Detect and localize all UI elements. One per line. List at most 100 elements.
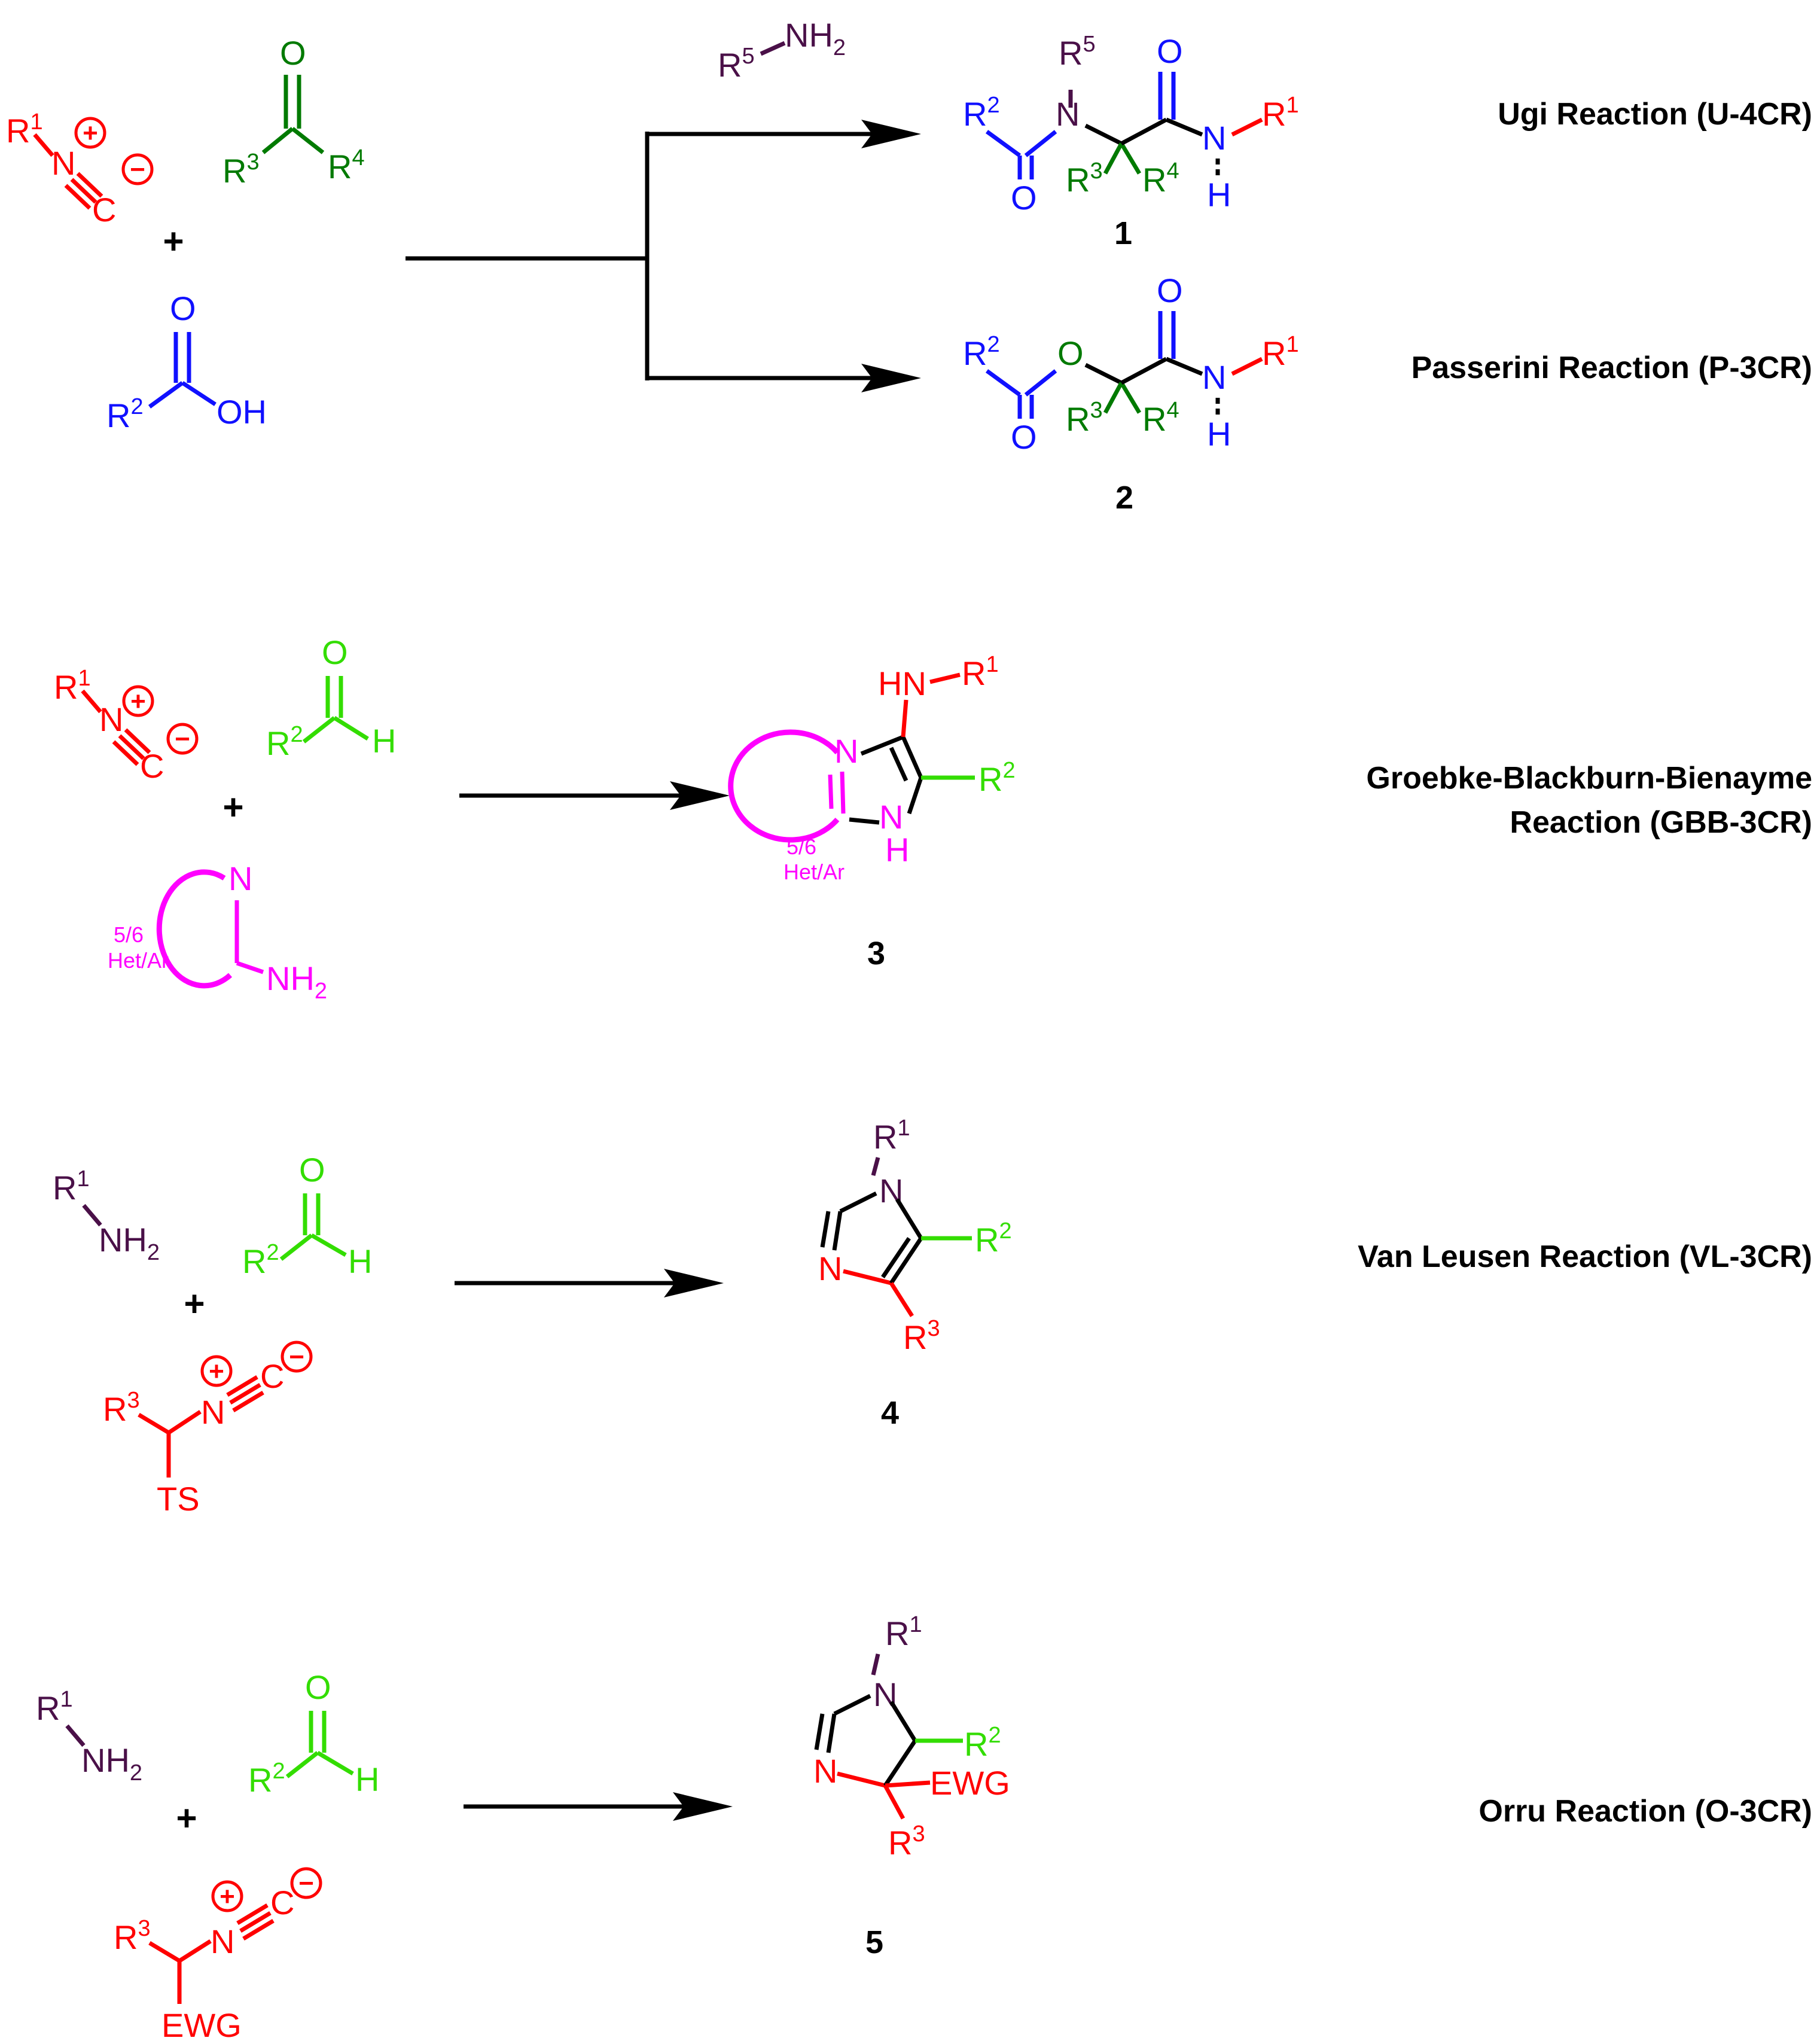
orru-arrow bbox=[464, 1792, 733, 1821]
svg-text:N: N bbox=[1056, 95, 1080, 133]
svg-text:N: N bbox=[1202, 358, 1226, 396]
svg-text:Het/Ar: Het/Ar bbox=[784, 860, 845, 884]
svg-text:R4: R4 bbox=[1142, 159, 1179, 199]
svg-text:NH2: NH2 bbox=[266, 959, 327, 1004]
gbb-reaction-name-line2: Reaction (GBB-3CR) bbox=[1510, 805, 1812, 840]
svg-text:TS: TS bbox=[157, 1480, 200, 1518]
orru-reactants: R1 NH2 O R2 H + R3 EWG N + C bbox=[36, 1668, 379, 2044]
svg-text:R1: R1 bbox=[885, 1612, 922, 1652]
svg-text:O: O bbox=[170, 290, 196, 327]
svg-text:R3: R3 bbox=[114, 1916, 151, 1956]
carbonyl-reactant: O R3 R4 bbox=[222, 34, 365, 190]
svg-text:R2: R2 bbox=[963, 93, 1000, 133]
svg-text:N: N bbox=[834, 732, 858, 770]
svg-text:O: O bbox=[1157, 32, 1183, 70]
svg-text:R2: R2 bbox=[248, 1759, 285, 1799]
orru-reaction-name: Orru Reaction (O-3CR) bbox=[1478, 1794, 1812, 1829]
svg-text:+: + bbox=[209, 1357, 224, 1386]
isocyanide-reactant: R1 N + C − bbox=[54, 666, 199, 785]
amine-reagent-r5: R5 NH2 bbox=[718, 16, 846, 84]
van-leusen-arrow bbox=[455, 1269, 724, 1297]
svg-text:R5: R5 bbox=[718, 44, 755, 84]
svg-text:R1: R1 bbox=[36, 1687, 73, 1727]
svg-text:R1: R1 bbox=[1262, 332, 1299, 372]
svg-text:5/6: 5/6 bbox=[114, 922, 144, 947]
svg-text:R3: R3 bbox=[222, 150, 260, 190]
svg-text:R1: R1 bbox=[53, 1166, 90, 1207]
svg-text:R5: R5 bbox=[1059, 32, 1096, 72]
svg-text:R1: R1 bbox=[962, 652, 999, 692]
compound-number-2: 2 bbox=[1115, 480, 1133, 516]
svg-text:R2: R2 bbox=[975, 1219, 1012, 1259]
compound-number-5: 5 bbox=[865, 1924, 883, 1960]
svg-text:5/6: 5/6 bbox=[786, 834, 816, 859]
svg-text:+: + bbox=[130, 687, 146, 716]
svg-text:−: − bbox=[130, 155, 145, 184]
svg-text:N: N bbox=[818, 1250, 842, 1287]
acid-reactant: O R2 OH bbox=[106, 290, 267, 434]
svg-text:R3: R3 bbox=[1066, 159, 1103, 199]
svg-text:R3: R3 bbox=[888, 1821, 925, 1862]
tosmic-reactant: R3 TS N + C − bbox=[103, 1341, 313, 1518]
svg-text:C: C bbox=[140, 747, 164, 785]
ugi-passerini-reactants: R1 N + C − O R3 R4 + O bbox=[6, 34, 365, 434]
orru-product: R1 N N R2 EWG R3 bbox=[813, 1612, 1010, 1862]
svg-text:O: O bbox=[299, 1151, 325, 1189]
svg-text:C: C bbox=[260, 1357, 284, 1395]
svg-text:C: C bbox=[92, 191, 116, 229]
svg-text:HN: HN bbox=[878, 665, 926, 702]
aldehyde-reactant: O R2 H bbox=[242, 1151, 372, 1280]
svg-text:R2: R2 bbox=[242, 1240, 279, 1280]
svg-text:H: H bbox=[355, 1760, 379, 1798]
svg-text:O: O bbox=[1157, 272, 1183, 309]
svg-text:H: H bbox=[1207, 176, 1231, 214]
svg-text:O: O bbox=[305, 1668, 331, 1706]
svg-text:R3: R3 bbox=[1066, 398, 1103, 438]
van-leusen-reaction-name: Van Leusen Reaction (VL-3CR) bbox=[1358, 1239, 1812, 1274]
plus-sign: + bbox=[163, 221, 184, 261]
gbb-product: N N H HN R1 R2 5/6 Het/Ar bbox=[728, 652, 1016, 884]
svg-text:N: N bbox=[99, 700, 123, 738]
plus-sign: + bbox=[184, 1284, 205, 1324]
svg-text:OH: OH bbox=[217, 393, 267, 431]
svg-text:R2: R2 bbox=[978, 758, 1016, 798]
svg-text:N: N bbox=[211, 1923, 234, 1960]
svg-text:+: + bbox=[220, 1882, 235, 1911]
svg-text:H: H bbox=[372, 722, 396, 760]
amine-reactant: R1 NH2 bbox=[36, 1687, 142, 1786]
svg-text:EWG: EWG bbox=[930, 1764, 1010, 1802]
passerini-product: R2 O O R3 R4 O N H R1 bbox=[963, 272, 1299, 456]
compound-number-3: 3 bbox=[867, 936, 885, 971]
svg-text:N: N bbox=[879, 798, 903, 836]
svg-text:EWG: EWG bbox=[161, 2006, 242, 2044]
svg-text:O: O bbox=[322, 633, 348, 671]
svg-text:−: − bbox=[175, 724, 190, 754]
svg-text:R4: R4 bbox=[1142, 398, 1179, 438]
svg-text:R2: R2 bbox=[963, 332, 1000, 372]
plus-sign: + bbox=[176, 1798, 197, 1838]
ugi-reaction-name: Ugi Reaction (U-4CR) bbox=[1498, 97, 1812, 132]
svg-text:H: H bbox=[1207, 415, 1231, 453]
svg-text:R4: R4 bbox=[328, 145, 365, 185]
gbb-reactants: R1 N + C − O R2 H + N NH2 bbox=[54, 633, 396, 1004]
svg-text:H: H bbox=[885, 831, 909, 869]
svg-text:N: N bbox=[228, 860, 252, 897]
svg-text:N: N bbox=[813, 1752, 837, 1790]
svg-text:O: O bbox=[1057, 334, 1084, 372]
compound-number-1: 1 bbox=[1114, 215, 1132, 251]
svg-text:R3: R3 bbox=[903, 1316, 940, 1356]
svg-text:N: N bbox=[51, 144, 75, 182]
svg-text:R1: R1 bbox=[54, 666, 91, 706]
ugi-product: R2 O N R5 R3 R4 O N H R1 bbox=[963, 32, 1299, 217]
compound-number-4: 4 bbox=[881, 1395, 899, 1431]
svg-text:NH2: NH2 bbox=[99, 1221, 160, 1265]
svg-text:R1: R1 bbox=[873, 1116, 910, 1156]
svg-text:+: + bbox=[83, 118, 98, 148]
isocyanide-ewg-reactant: R3 EWG N + C − bbox=[114, 1867, 322, 2044]
svg-text:O: O bbox=[1011, 179, 1037, 217]
svg-text:C: C bbox=[270, 1884, 294, 1921]
svg-text:NH2: NH2 bbox=[785, 16, 846, 60]
svg-text:O: O bbox=[280, 34, 306, 72]
svg-text:−: − bbox=[289, 1342, 304, 1372]
